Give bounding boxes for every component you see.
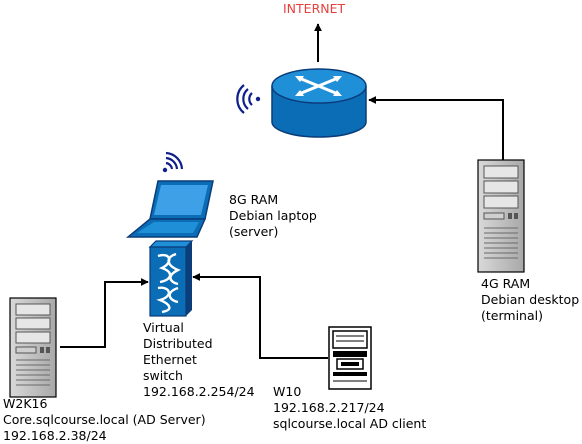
router-icon bbox=[271, 68, 367, 138]
desktop-os: Debian desktop bbox=[481, 292, 580, 307]
w10-to-switch-link bbox=[192, 273, 328, 359]
switch-line-4: switch bbox=[143, 368, 183, 383]
switch-line-3: Ethernet bbox=[143, 352, 197, 367]
switch-ip: 192.168.2.254/24 bbox=[143, 384, 255, 399]
w10-ip: 192.168.2.217/24 bbox=[273, 400, 385, 415]
switch-label: Virtual Distributed Ethernet switch 192.… bbox=[143, 320, 255, 400]
w2k16-ip: 192.168.2.38/24 bbox=[3, 428, 107, 443]
laptop-os: Debian laptop bbox=[229, 208, 317, 223]
workstation-icon bbox=[328, 326, 372, 390]
w10-name: W10 bbox=[273, 384, 302, 399]
desktop-label: 4G RAM Debian desktop (terminal) bbox=[481, 276, 579, 324]
server-tower-icon bbox=[9, 297, 57, 398]
laptop-wifi-icon bbox=[162, 151, 184, 173]
desktop-ram: 4G RAM bbox=[481, 276, 531, 291]
desktop-role: (terminal) bbox=[481, 308, 543, 323]
laptop-role: (server) bbox=[229, 224, 279, 239]
w10-label: W10 192.168.2.217/24 sqlcourse.local AD … bbox=[273, 384, 426, 432]
switch-line-1: Virtual bbox=[143, 320, 184, 335]
laptop-ram: 8G RAM bbox=[229, 192, 279, 207]
w2k16-host: Core.sqlcourse.local (AD Server) bbox=[3, 412, 206, 427]
internet-label: INTERNET bbox=[283, 1, 346, 16]
connections bbox=[60, 23, 504, 359]
w2k16-label: W2K16 Core.sqlcourse.local (AD Server) 1… bbox=[3, 396, 206, 444]
switch-line-2: Distributed bbox=[143, 336, 213, 351]
desktop-tower-icon bbox=[477, 159, 525, 273]
laptop-icon bbox=[125, 180, 214, 238]
laptop-label: 8G RAM Debian laptop (server) bbox=[229, 192, 317, 240]
router-wifi-icon bbox=[236, 84, 261, 114]
w2k16-to-switch-link bbox=[60, 278, 149, 348]
w10-role: sqlcourse.local AD client bbox=[273, 416, 427, 431]
w2k16-name: W2K16 bbox=[3, 396, 48, 411]
switch-icon bbox=[148, 240, 194, 317]
desktop-to-router-link bbox=[368, 96, 504, 160]
